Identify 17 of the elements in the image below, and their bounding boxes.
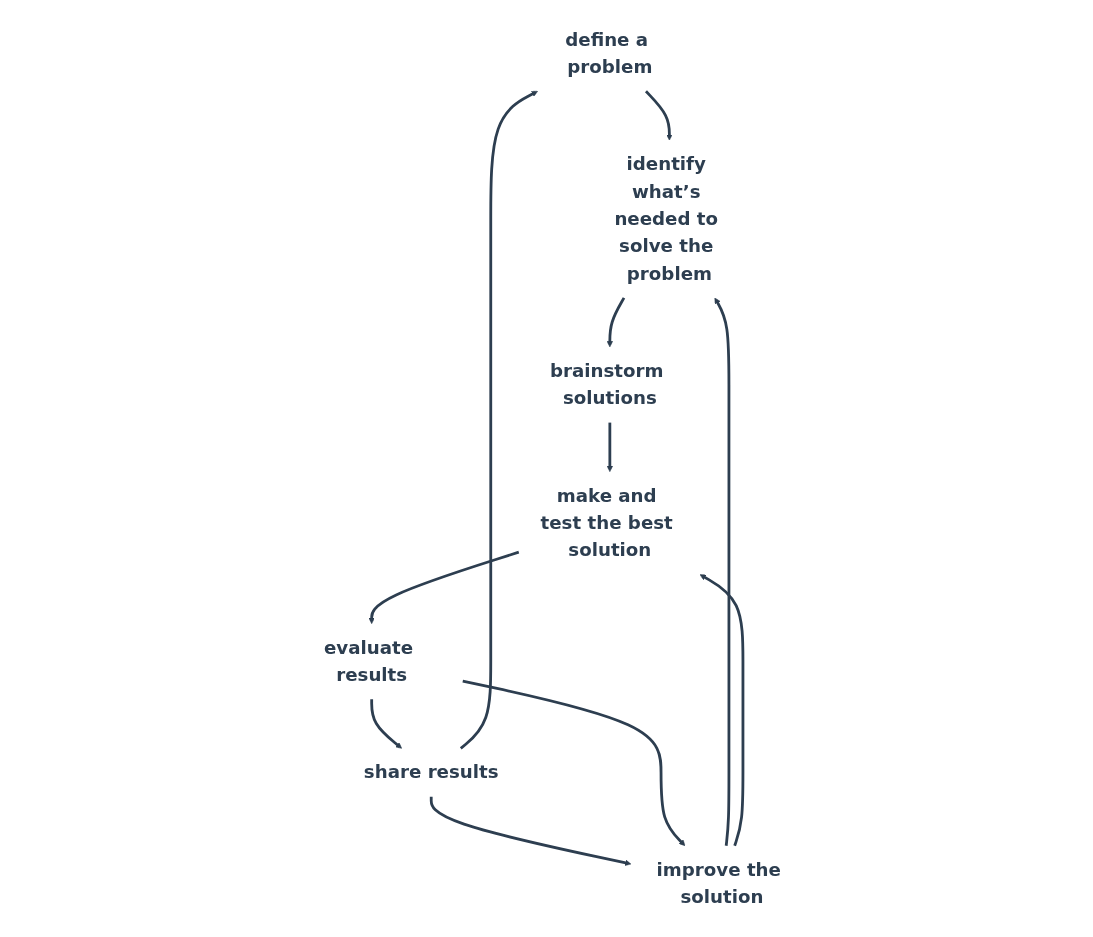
- arrow: [606, 297, 625, 348]
- node-text: define a problem: [564, 28, 653, 78]
- node-text: make and test the best solution: [540, 484, 673, 561]
- arrow: [369, 699, 402, 749]
- arrow: [644, 90, 673, 141]
- arrow: [606, 422, 613, 472]
- arrow: [714, 297, 731, 846]
- arrow: [699, 574, 745, 847]
- arrow: [429, 796, 631, 866]
- node-text: identify what’s needed to solve the problem: [614, 153, 718, 284]
- node-text: evaluate results: [323, 636, 413, 686]
- arrow: [368, 550, 519, 624]
- arrow: [462, 679, 685, 846]
- node-text: improve the solution: [656, 859, 781, 908]
- node-text: share results: [363, 761, 499, 783]
- node-text: brainstorm solutions: [549, 360, 664, 409]
- arrow: [459, 91, 538, 750]
